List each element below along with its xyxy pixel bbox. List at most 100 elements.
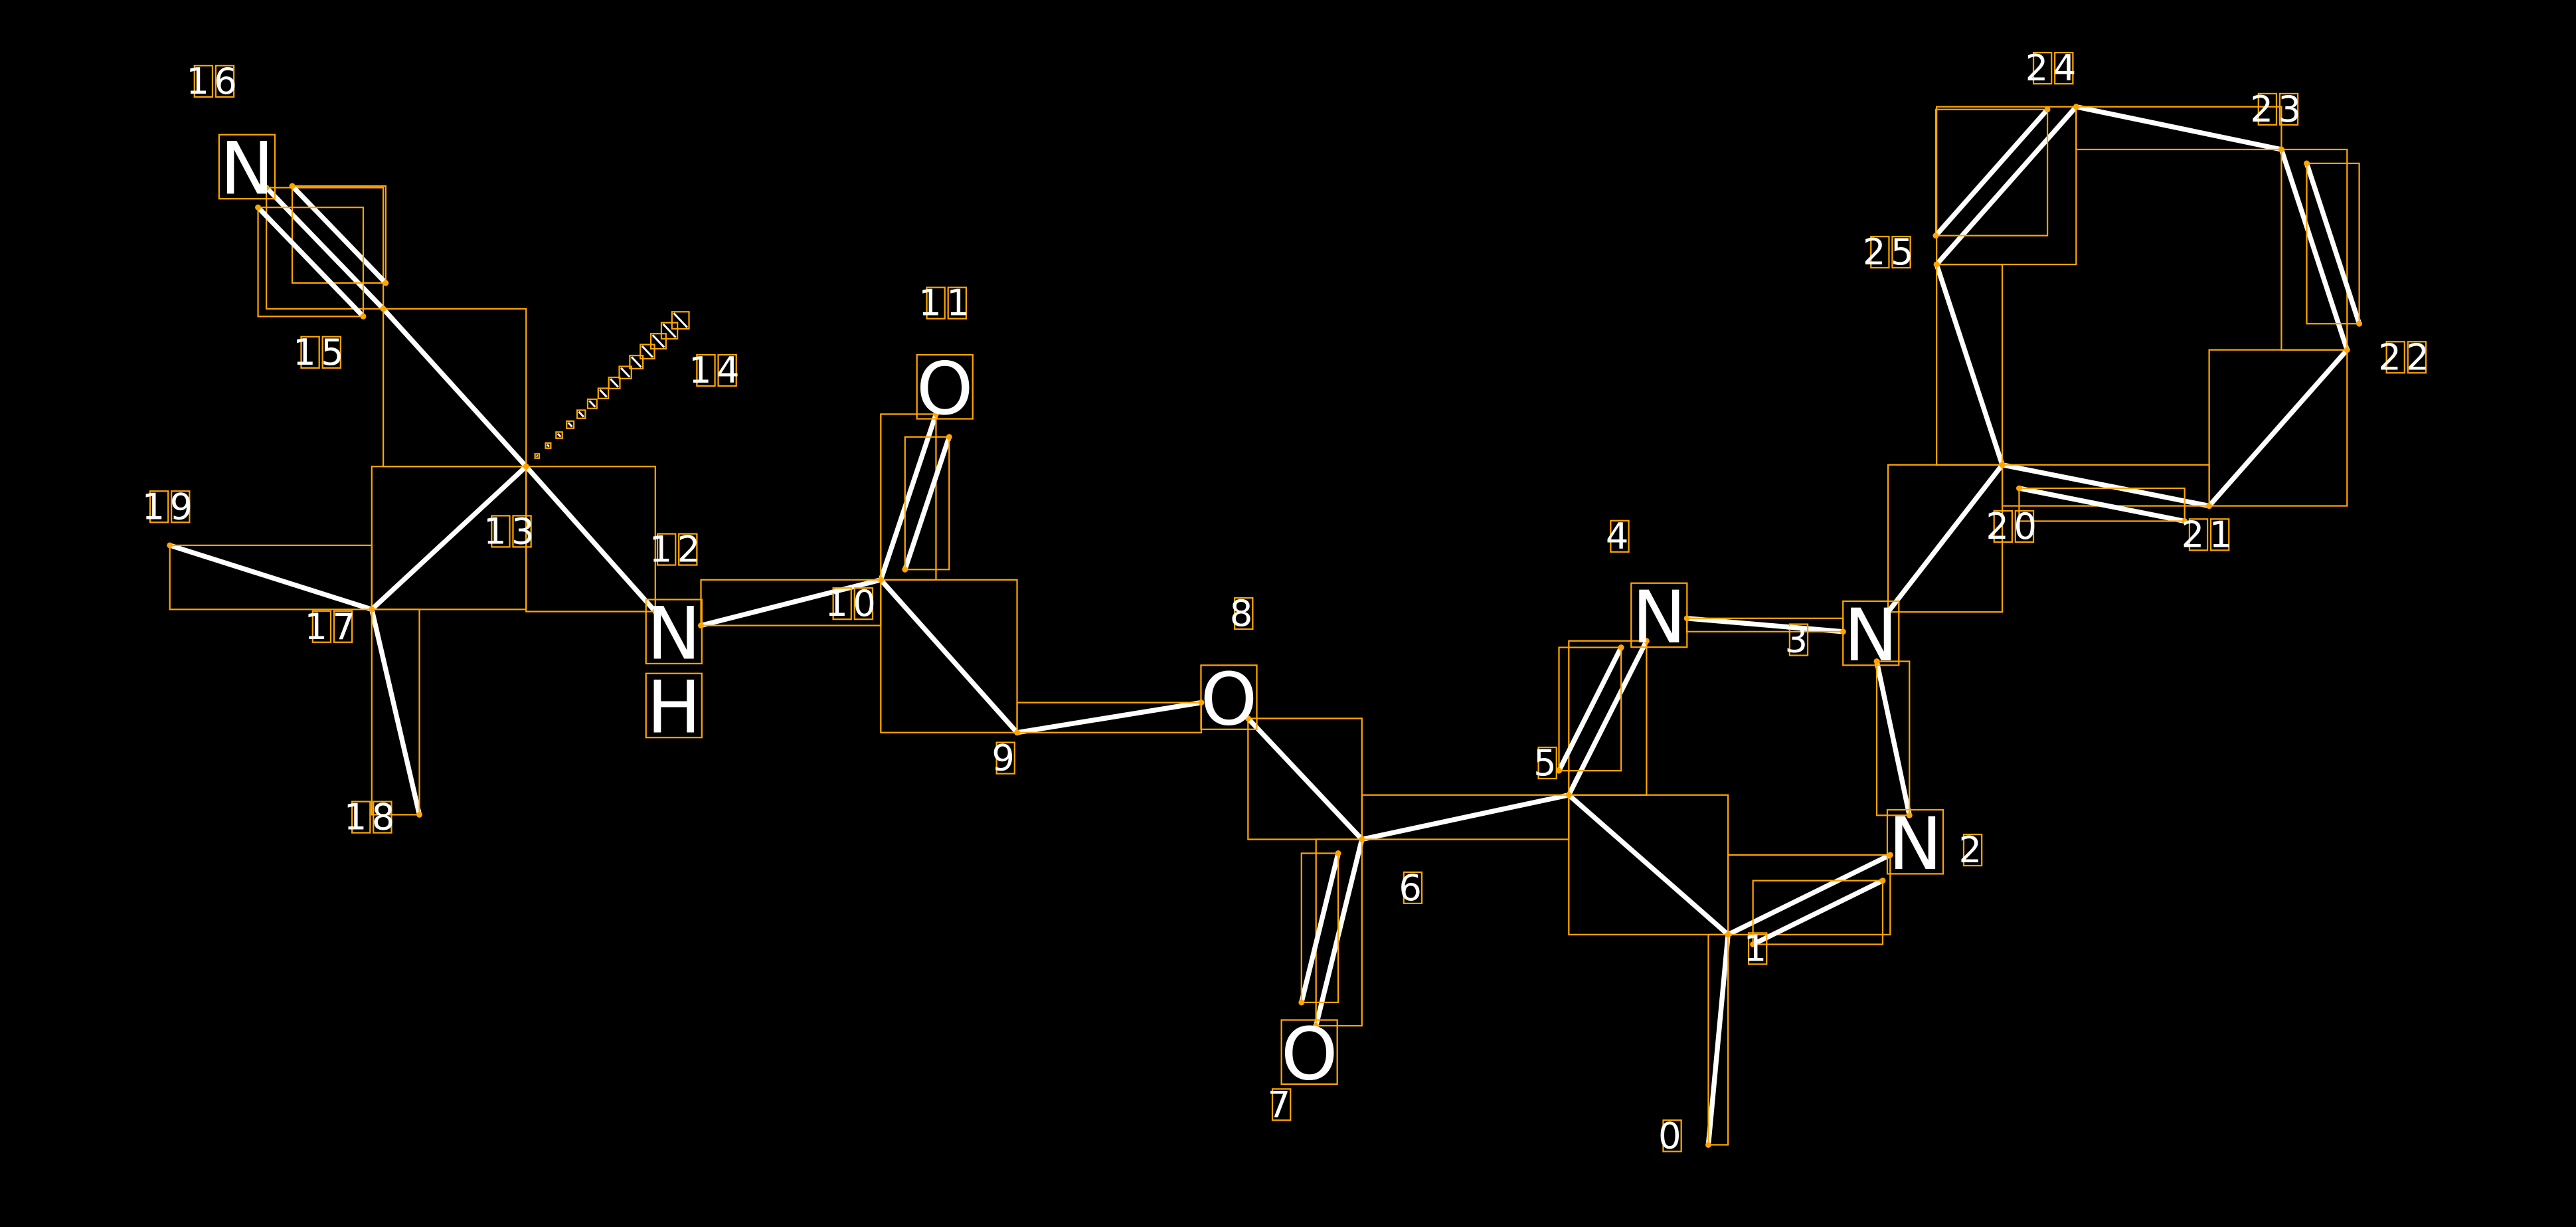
index-char-bbox: [995, 741, 1015, 775]
index-char-bbox: [2054, 52, 2074, 85]
hash-mark: [641, 345, 653, 358]
bond-bbox: [1936, 263, 2004, 466]
bond-2-3: [1873, 658, 1913, 818]
atom-3: N3: [1784, 593, 1900, 678]
atom-index: 9: [991, 737, 1019, 779]
hash-bbox: [566, 420, 575, 429]
atom-20: 20: [1986, 506, 2037, 547]
bond-13-14: [534, 311, 690, 459]
index-char-bbox: [1870, 235, 1890, 269]
index-char-bbox: [2278, 92, 2299, 126]
atom-24: 24: [2025, 47, 2081, 89]
bond-6-8: [1245, 715, 1365, 842]
bond-endpoint: [902, 566, 908, 573]
bond-endpoint: [2278, 146, 2284, 153]
bond-endpoint: [2044, 106, 2051, 113]
atom-index: 14: [689, 349, 744, 391]
bond-25-20: [1933, 261, 2006, 468]
bond-line: [2304, 161, 2362, 326]
bond-line: [2206, 347, 2350, 509]
atom-16: N16: [186, 60, 276, 211]
index-char-bbox: [311, 610, 332, 643]
bond-endpoint: [1618, 644, 1624, 651]
hash-bbox: [608, 376, 621, 389]
hash-mark: [578, 411, 584, 418]
atom-index: 11: [918, 282, 974, 324]
hash-mark: [662, 323, 677, 338]
bond-line: [2016, 486, 2188, 524]
atom-symbol-bbox: [1200, 664, 1258, 730]
atom-symbol: O: [916, 347, 974, 431]
index-char-bbox: [1662, 1119, 1682, 1153]
atom-index: 16: [186, 60, 242, 102]
atom-18: 18: [344, 797, 395, 838]
bond-line: [381, 306, 529, 469]
bond-endpoint: [369, 606, 375, 613]
bond-bbox: [257, 207, 365, 318]
bond-bbox: [2280, 148, 2348, 351]
hash-mark: [673, 312, 688, 328]
atom-8: O8: [1200, 593, 1258, 741]
bond-endpoint: [1933, 261, 1940, 268]
bond-line: [878, 411, 939, 583]
bond-endpoint: [1245, 715, 1251, 721]
bond-endpoint: [946, 434, 952, 440]
bond-endpoint: [1643, 638, 1650, 644]
bond-endpoint: [1565, 792, 1572, 799]
atom-6: 6: [1399, 867, 1426, 909]
bond-line: [1359, 793, 1572, 842]
bond-bbox: [1568, 794, 1729, 935]
index-char-bbox: [1610, 519, 1630, 553]
bond-bbox: [1752, 880, 1884, 945]
bond-line: [1556, 644, 1624, 773]
atom-symbol-bbox: [645, 599, 703, 665]
index-char-bbox: [1403, 871, 1423, 905]
bond-line: [1874, 658, 1912, 818]
index-char-bbox: [1891, 235, 1911, 269]
atom-19: 19: [142, 486, 193, 527]
bond-endpoint: [523, 463, 529, 470]
bond-endpoint: [2344, 347, 2350, 353]
atom-index: 24: [2025, 47, 2081, 89]
atom-index: 21: [2182, 514, 2237, 555]
bond-endpoint: [877, 577, 884, 583]
index-char-bbox: [512, 515, 532, 548]
atom-index: 6: [1399, 867, 1426, 909]
index-char-bbox: [491, 515, 511, 548]
atom-symbol: O: [1281, 1012, 1338, 1096]
atom-symbol-bbox: [1842, 600, 1900, 666]
atom-symbol-bbox: [1886, 808, 1944, 875]
atom-index: 3: [1784, 619, 1812, 661]
hydrogen-label: H: [647, 666, 701, 750]
bond-line: [1245, 715, 1365, 842]
atom-5: 5: [1533, 742, 1557, 784]
hash-bbox: [618, 365, 632, 380]
bond-endpoint: [1359, 836, 1365, 842]
hash-mark: [651, 334, 665, 348]
bond-bbox: [1247, 717, 1363, 840]
bond-endpoint: [2206, 503, 2213, 509]
bond-endpoint: [289, 183, 296, 189]
bond-line: [902, 434, 952, 572]
bond-line: [2073, 104, 2284, 152]
bond-endpoint: [2304, 160, 2310, 167]
index-char-bbox: [321, 335, 341, 369]
index-char-bbox: [717, 353, 737, 387]
atom-17: 17: [304, 606, 355, 648]
bond-endpoint: [1879, 878, 1886, 884]
bond-endpoint: [1932, 233, 1939, 239]
index-char-bbox: [926, 286, 946, 320]
atom-0: 0: [1658, 1115, 1682, 1157]
hash-mark: [588, 400, 596, 408]
bond-line: [1566, 793, 1731, 937]
hash-bbox: [671, 311, 690, 330]
index-char-bbox: [333, 610, 353, 643]
hash-mark: [630, 356, 642, 368]
index-char-bbox: [351, 801, 371, 834]
atom-25: 25: [1863, 231, 1914, 273]
index-char-bbox: [853, 587, 874, 620]
bond-6-7: [1298, 836, 1365, 1029]
